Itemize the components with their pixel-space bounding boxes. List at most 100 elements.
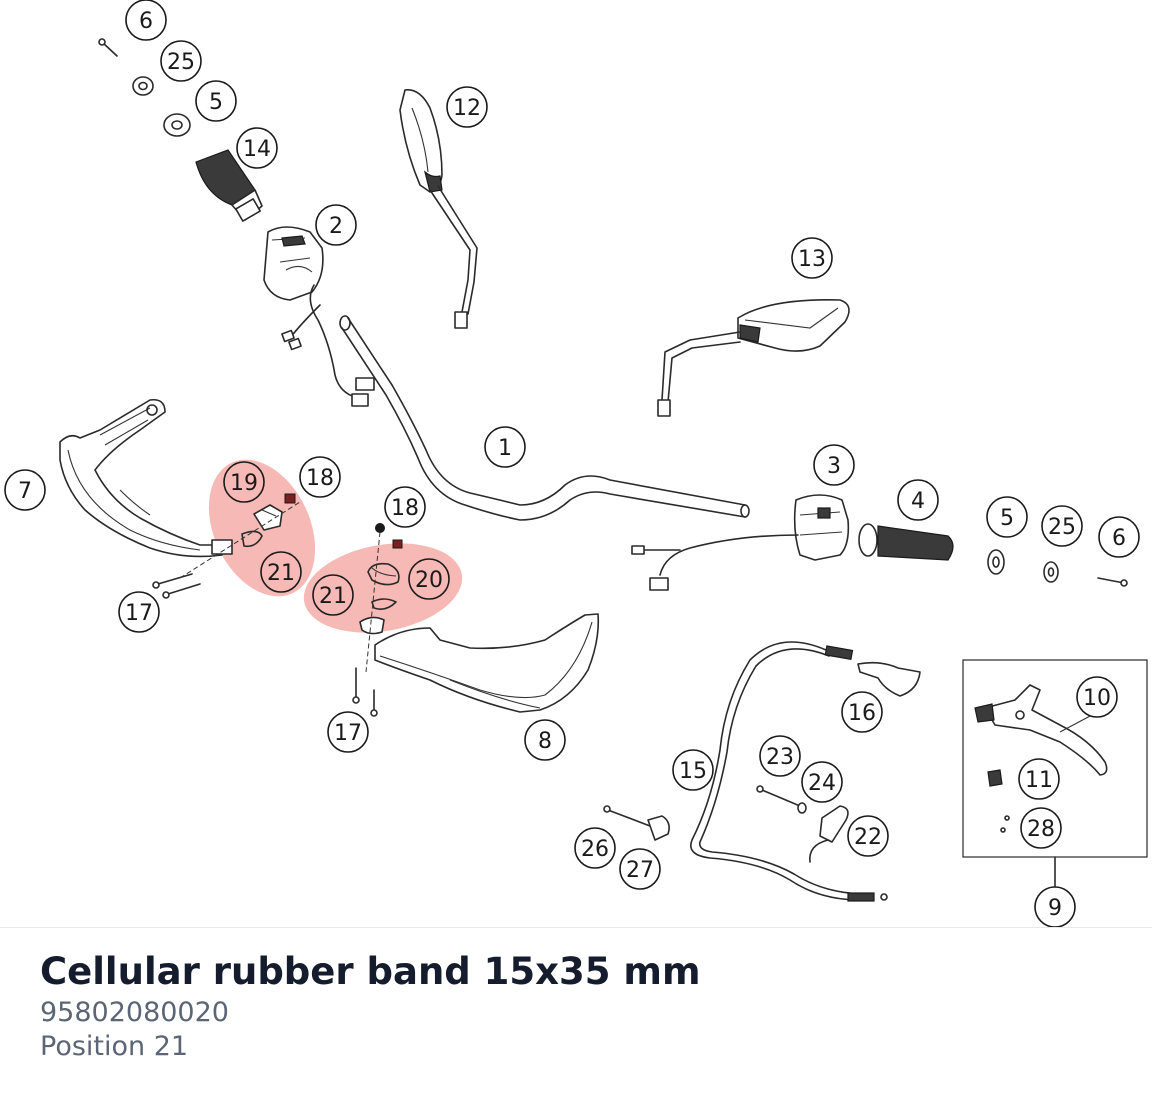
svg-text:13: 13 [798, 247, 826, 272]
label-8[interactable]: 8 [524, 719, 566, 761]
label-4[interactable]: 4 [897, 479, 939, 521]
right-grip[interactable] [858, 523, 954, 561]
label-17-left[interactable]: 17 [118, 591, 160, 633]
screws-left[interactable] [152, 573, 201, 599]
svg-text:18: 18 [306, 466, 334, 491]
divider [0, 927, 1152, 928]
svg-text:18: 18 [391, 496, 419, 521]
svg-text:25: 25 [167, 50, 195, 75]
svg-text:7: 7 [18, 479, 32, 504]
label-18-left[interactable]: 18 [299, 456, 341, 498]
svg-text:2: 2 [329, 214, 343, 239]
label-5-left[interactable]: 5 [195, 80, 237, 122]
part-number: 95802080020 [40, 997, 229, 1028]
nut-left[interactable] [284, 493, 296, 504]
bar-end-weight-right[interactable] [987, 549, 1005, 575]
part-info-panel: Cellular rubber band 15x35 mm 9580208002… [40, 948, 701, 1064]
svg-text:6: 6 [1112, 526, 1126, 551]
label-26[interactable]: 26 [574, 827, 616, 869]
label-10[interactable]: 10 [1076, 676, 1118, 718]
label-21-left[interactable]: 21 [260, 551, 302, 593]
label-16[interactable]: 16 [841, 691, 883, 733]
svg-text:17: 17 [334, 721, 362, 746]
svg-text:19: 19 [230, 471, 258, 496]
svg-text:24: 24 [808, 771, 836, 796]
svg-text:15: 15 [679, 759, 707, 784]
handlebar[interactable] [339, 315, 750, 521]
label-1[interactable]: 1 [484, 426, 526, 468]
label-19[interactable]: 19 [223, 461, 265, 503]
label-28[interactable]: 28 [1020, 807, 1062, 849]
label-25-left[interactable]: 25 [160, 40, 202, 82]
left-mirror[interactable] [399, 89, 478, 329]
bracket-22[interactable] [809, 805, 849, 863]
label-23[interactable]: 23 [759, 735, 801, 777]
cellular-rubber-band-right[interactable] [359, 598, 397, 635]
bar-end-screw-left[interactable] [98, 38, 118, 57]
label-12[interactable]: 12 [446, 86, 488, 128]
label-13[interactable]: 13 [791, 237, 833, 279]
label-3[interactable]: 3 [813, 444, 855, 486]
exploded-parts-diagram: 1 2 3 4 5 5 6 6 7 8 9 10 11 12 13 14 15 … [4, 0, 1148, 928]
left-grip[interactable] [195, 149, 263, 222]
label-14[interactable]: 14 [236, 127, 278, 169]
label-9[interactable]: 9 [1034, 886, 1076, 928]
throttle-housing[interactable] [857, 661, 921, 697]
label-20[interactable]: 20 [408, 558, 450, 600]
highlight-area-right [303, 543, 463, 633]
washer-right[interactable] [1043, 561, 1059, 583]
clamp-27[interactable] [647, 815, 670, 841]
clamp-bracket-right[interactable] [367, 562, 400, 586]
label-24[interactable]: 24 [801, 761, 843, 803]
right-hand-guard[interactable] [374, 613, 600, 713]
label-18-right[interactable]: 18 [384, 486, 426, 528]
label-27[interactable]: 27 [619, 848, 661, 890]
svg-text:26: 26 [581, 837, 609, 862]
nut-right[interactable] [375, 523, 403, 549]
label-6-right[interactable]: 6 [1098, 516, 1140, 558]
clamp-bracket-left[interactable] [253, 504, 283, 531]
right-mirror[interactable] [657, 299, 850, 417]
label-17-right[interactable]: 17 [327, 711, 369, 753]
label-11[interactable]: 11 [1018, 758, 1060, 800]
switch-11[interactable] [987, 769, 1003, 787]
svg-text:22: 22 [854, 825, 882, 850]
right-switch-assembly[interactable] [631, 494, 850, 591]
clutch-lever[interactable] [974, 684, 1108, 776]
label-25-right[interactable]: 25 [1041, 505, 1083, 547]
svg-text:5: 5 [1000, 506, 1014, 531]
left-switch-assembly[interactable] [263, 226, 375, 407]
left-hand-guard[interactable] [59, 398, 233, 558]
screws-28[interactable] [1000, 815, 1010, 833]
svg-text:16: 16 [848, 701, 876, 726]
screw-23[interactable] [756, 785, 801, 807]
label-15[interactable]: 15 [672, 749, 714, 791]
svg-text:6: 6 [139, 9, 153, 34]
svg-text:8: 8 [538, 729, 552, 754]
svg-text:21: 21 [319, 584, 347, 609]
svg-text:9: 9 [1048, 896, 1062, 921]
label-6-left[interactable]: 6 [125, 0, 167, 41]
svg-text:17: 17 [125, 601, 153, 626]
svg-text:10: 10 [1083, 686, 1111, 711]
label-5-right[interactable]: 5 [986, 496, 1028, 538]
bar-end-screw-right[interactable] [1097, 577, 1128, 587]
label-22[interactable]: 22 [847, 815, 889, 857]
label-21-right[interactable]: 21 [312, 574, 354, 616]
svg-text:28: 28 [1027, 817, 1055, 842]
cellular-rubber-band-left[interactable] [241, 530, 263, 548]
washer-left[interactable] [132, 76, 154, 96]
bar-end-weight-left[interactable] [163, 113, 191, 137]
svg-text:3: 3 [827, 454, 841, 479]
screw-26[interactable] [603, 805, 651, 827]
washer-24[interactable] [797, 802, 807, 814]
svg-text:23: 23 [766, 745, 794, 770]
label-2[interactable]: 2 [315, 204, 357, 246]
svg-text:4: 4 [911, 489, 925, 514]
screws-right[interactable] [352, 667, 378, 717]
label-7[interactable]: 7 [4, 469, 46, 511]
part-position: Position 21 [40, 1031, 189, 1062]
svg-text:14: 14 [243, 137, 271, 162]
throttle-cable[interactable] [690, 641, 888, 902]
clutch-lever-box[interactable] [962, 659, 1148, 891]
